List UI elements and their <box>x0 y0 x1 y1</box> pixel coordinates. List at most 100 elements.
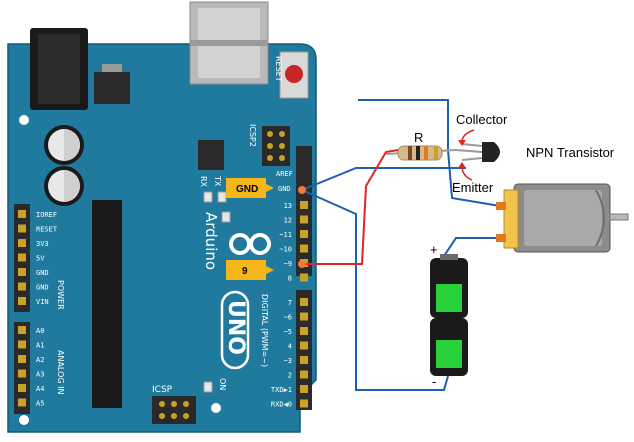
header-pin <box>300 244 308 253</box>
uno-badge <box>220 290 250 370</box>
header-pin <box>300 201 308 209</box>
header-pin <box>300 341 308 350</box>
reset-button[interactable] <box>279 51 309 99</box>
header-pin <box>18 355 26 363</box>
header-pin <box>18 326 26 334</box>
gnd-pin-dot <box>298 186 306 194</box>
pin-label: GND <box>36 269 49 277</box>
icsp-label: ICSP <box>152 385 173 395</box>
pin9-dot <box>298 260 306 268</box>
uno-label: UNO <box>223 300 248 355</box>
header-pin <box>300 399 308 408</box>
header-pin <box>18 384 26 392</box>
arduino-brand: Arduino <box>202 212 220 270</box>
digital-label: DIGITAL (PWM=~) <box>260 294 269 367</box>
resistor-label: R <box>414 130 423 145</box>
gnd-wire <box>301 167 466 191</box>
mount-hole <box>211 403 221 413</box>
on-led <box>203 381 213 393</box>
gnd-callout <box>226 178 274 198</box>
pin-label: 4 <box>288 343 292 351</box>
header-pin <box>18 210 26 218</box>
power-pins: IOREF RESET 3V3 5V GND GND VIN <box>18 210 58 306</box>
capacitor <box>44 166 84 206</box>
collector-label: Collector <box>456 112 508 127</box>
pin-label: RXD◀0 <box>271 401 292 409</box>
capacitor <box>44 125 84 165</box>
header-pin <box>18 224 26 233</box>
header-pin <box>18 398 26 407</box>
resistor <box>385 145 457 161</box>
power-jack <box>30 28 88 110</box>
pin-label: A1 <box>36 342 44 350</box>
battery-plus-label: + <box>430 242 438 257</box>
voltage-regulator <box>94 64 130 104</box>
pin-label: VIN <box>36 298 49 306</box>
gnd-battery-wire <box>301 189 449 391</box>
usb-connector <box>189 1 269 85</box>
header-pin <box>18 340 26 349</box>
header-pin <box>18 268 26 276</box>
pin-label: RESET <box>36 226 58 234</box>
pin-label: A3 <box>36 371 44 379</box>
dc-motor <box>496 183 629 253</box>
usb-chip <box>198 140 224 170</box>
pin-label: TXD▶1 <box>271 386 292 394</box>
collector-arrow <box>458 129 475 146</box>
emitter-label: Emitter <box>452 180 494 195</box>
aref-label: AREF <box>276 170 293 178</box>
rx-tx-leds <box>203 191 231 223</box>
header-pin <box>18 253 26 262</box>
pin-label: A2 <box>36 356 44 364</box>
pin-label: 7 <box>288 299 292 307</box>
mount-hole <box>19 415 29 425</box>
pin-label: 8 <box>288 275 292 283</box>
icsp-header <box>152 396 196 424</box>
pin-label: 12 <box>284 217 292 225</box>
battery-motor-wire <box>443 237 500 257</box>
pin-label: A4 <box>36 385 44 393</box>
pin-label: ~6 <box>284 314 292 322</box>
pin-label: 5V <box>36 255 45 263</box>
microcontroller-chip <box>92 200 122 408</box>
pin-label: 2 <box>288 372 292 380</box>
header-pin <box>18 297 26 305</box>
header-pin <box>18 239 26 247</box>
tx-label: TX <box>213 175 222 187</box>
header-pin <box>300 327 308 335</box>
header-pin <box>300 385 308 393</box>
header-pin <box>300 273 308 282</box>
header-pin <box>300 215 308 224</box>
icsp2-label: ICSP2 <box>248 124 257 147</box>
pin-label: 13 <box>284 202 292 210</box>
header-pin <box>300 356 308 364</box>
pin-label: ~11 <box>279 231 292 239</box>
header-pin <box>18 369 26 378</box>
emitter-arrow <box>458 162 473 181</box>
pin-label: GND <box>36 284 49 292</box>
header-pin <box>300 312 308 321</box>
transistor-label: NPN Transistor <box>526 145 615 160</box>
pin9-callout <box>226 260 274 280</box>
wires <box>301 99 501 391</box>
header-pin <box>18 282 26 291</box>
pin-label: ~5 <box>284 328 292 336</box>
rx-label: RX <box>199 176 208 188</box>
icsp2-header <box>262 126 290 166</box>
pin-label: 3V3 <box>36 240 49 248</box>
npn-transistor <box>455 142 500 162</box>
signal-wire <box>302 149 399 265</box>
pin-label: ~10 <box>279 246 292 254</box>
gnd-pin-label: GND <box>278 185 291 193</box>
gnd-callout-text: GND <box>236 184 258 195</box>
header-pin <box>300 230 308 238</box>
arduino-logo <box>229 233 271 255</box>
header-pin <box>300 298 308 306</box>
pin-label: ~3 <box>284 357 292 365</box>
pin-label: IOREF <box>36 211 57 219</box>
battery-minus-label: - <box>432 374 436 389</box>
pin9-callout-text: 9 <box>242 266 248 277</box>
